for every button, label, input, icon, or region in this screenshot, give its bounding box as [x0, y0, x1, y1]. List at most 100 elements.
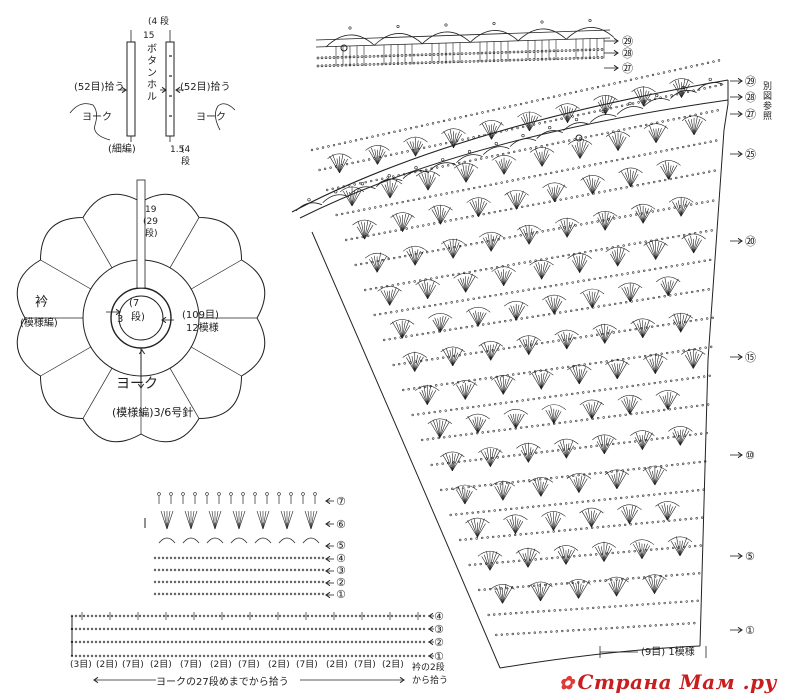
main-chain-dot	[331, 187, 334, 191]
main-chain-dot	[423, 196, 426, 199]
small-chain-dot	[201, 568, 205, 572]
strip-chain-dot	[158, 654, 162, 658]
main-fan-stitch	[566, 336, 575, 350]
small-chain-dot	[277, 580, 281, 584]
main-fan-stitch	[630, 171, 634, 187]
main-chain-dot	[469, 159, 472, 163]
main-fan-stitch	[386, 179, 391, 199]
strip-chain-dot	[346, 654, 350, 658]
collar-chain-dot	[376, 54, 380, 58]
main-fan-stitch	[445, 348, 454, 367]
small-fan-stitch	[283, 510, 288, 530]
small-chain-dot	[281, 568, 285, 572]
small-row-arrow-icon	[325, 579, 331, 587]
strip-chain-dot	[238, 627, 242, 631]
strip-chain-dot	[142, 614, 146, 618]
main-chain-dot	[387, 257, 390, 261]
main-chain-dot	[392, 175, 395, 178]
strip-chain-dot	[362, 640, 366, 644]
strip-side-label-b: から拾う	[412, 674, 448, 686]
main-chain-dot	[543, 285, 547, 289]
main-chain-dot	[489, 483, 492, 486]
main-chain-dot	[670, 148, 674, 151]
collar-chain-dot	[436, 61, 440, 64]
main-fan-stitch	[578, 582, 589, 599]
main-chain-dot	[615, 469, 619, 473]
main-chain-dot	[437, 248, 440, 252]
main-chain-dot	[685, 490, 689, 493]
main-fan-stitch	[662, 164, 669, 180]
main-fan-stitch	[576, 256, 580, 273]
main-chain-dot	[483, 295, 486, 299]
main-fan-stitch	[616, 579, 620, 597]
main-fan-stitch	[351, 188, 359, 207]
main-chain-dot	[461, 299, 464, 302]
main-fan-stitch	[500, 159, 505, 175]
main-fan-stitch	[557, 334, 567, 350]
main-chain-dot	[687, 462, 690, 465]
strip-chain-dot	[378, 640, 382, 644]
main-chain-dot	[582, 580, 585, 584]
main-chain-dot	[525, 316, 529, 319]
main-fan-stitch	[655, 241, 660, 260]
strip-chain-dot	[354, 654, 358, 658]
main-fan-stitch	[484, 451, 491, 467]
main-chain-dot	[478, 296, 481, 300]
main-chain-dot	[675, 378, 678, 382]
collar-chain-dot	[544, 57, 548, 61]
small-fan-stitch	[160, 510, 168, 530]
strip-chain-dot	[126, 614, 130, 618]
small-chain-dot	[153, 580, 157, 584]
collar-chain-dot	[580, 56, 584, 60]
small-picot	[313, 492, 317, 496]
small-chain-dot	[305, 580, 309, 584]
main-fan-stitch	[680, 429, 684, 446]
main-chain-dot	[422, 146, 426, 150]
strip-chain-dot	[270, 654, 274, 658]
main-fan-arc	[630, 318, 655, 325]
main-fan-stitch	[639, 204, 644, 224]
main-chain-dot	[467, 485, 470, 489]
main-chain-dot	[520, 506, 524, 510]
collar-chain-dot	[516, 58, 520, 62]
main-chain-dot	[403, 173, 406, 176]
main-fan-stitch	[654, 579, 658, 594]
main-chain-dot	[667, 323, 670, 326]
main-chain-dot	[597, 305, 600, 308]
main-fan-arc	[415, 385, 440, 391]
main-chain-dot	[480, 350, 483, 354]
small-chain-dot	[257, 556, 261, 560]
main-chain-dot	[679, 600, 683, 604]
main-fan-stitch	[439, 317, 450, 333]
main-chain-dot	[701, 404, 704, 407]
strip-chain-dot	[194, 614, 198, 618]
main-fan-stitch	[462, 162, 467, 183]
main-chain-dot	[686, 262, 690, 265]
main-chain-dot	[589, 445, 593, 448]
collar-chain-dot	[408, 53, 412, 57]
main-chain-dot	[664, 574, 668, 577]
main-chain-dot	[619, 187, 623, 190]
strip-chain-dot	[82, 640, 86, 644]
main-chain-dot	[462, 486, 465, 489]
main-chain-dot	[560, 117, 563, 120]
main-fan-stitch	[586, 293, 593, 309]
strip-chain-dot	[422, 654, 426, 658]
main-fan-stitch	[351, 190, 362, 207]
main-fan-stitch	[655, 125, 667, 143]
main-fan-stitch	[389, 179, 398, 199]
main-chain-dot	[600, 248, 603, 251]
main-fan-stitch	[474, 416, 479, 434]
main-fan-stitch	[565, 549, 576, 565]
main-chain-dot	[470, 432, 473, 436]
strip-chain-dot	[190, 614, 194, 618]
strip-chain-dot	[202, 614, 206, 618]
main-chain-dot	[587, 580, 591, 583]
main-fan-stitch	[460, 168, 467, 183]
collar-picot	[540, 20, 544, 24]
main-chain-dot	[603, 190, 606, 193]
main-fan-arc	[466, 197, 491, 203]
main-chain-dot	[554, 394, 557, 398]
main-chain-dot	[599, 627, 602, 630]
main-chain-dot	[483, 404, 486, 407]
